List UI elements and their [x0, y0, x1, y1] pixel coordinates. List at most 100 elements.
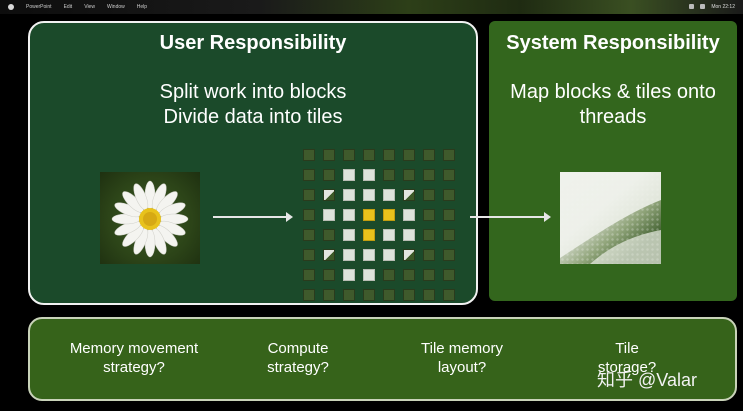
tile	[363, 149, 375, 161]
tile	[343, 209, 355, 221]
tile	[383, 249, 395, 261]
daisy-icon	[111, 180, 189, 258]
tile	[303, 149, 315, 161]
tile	[383, 189, 395, 201]
tile	[383, 209, 395, 221]
tile	[423, 209, 435, 221]
tile	[303, 269, 315, 281]
tile	[363, 249, 375, 261]
tile	[423, 149, 435, 161]
petal-threads-icon	[560, 172, 661, 264]
user-line-2: Divide data into tiles	[163, 106, 343, 128]
tile	[363, 189, 375, 201]
system-line-1: Map blocks & tiles onto	[510, 81, 716, 103]
tile	[443, 169, 455, 181]
watermark: 知乎 @Valar	[597, 370, 697, 390]
tile	[403, 149, 415, 161]
tile	[383, 149, 395, 161]
tile	[383, 229, 395, 241]
tile	[323, 249, 335, 261]
tile	[403, 209, 415, 221]
tile	[423, 249, 435, 261]
question-line: Memory movement	[69, 340, 199, 357]
tile	[363, 169, 375, 181]
tile	[403, 249, 415, 261]
menu-bar: PowerPoint Edit View Window Help Mon 22:…	[0, 0, 743, 14]
user-panel-title: User Responsibility	[159, 32, 347, 54]
tile	[443, 189, 455, 201]
tile	[443, 289, 455, 301]
tile	[303, 209, 315, 221]
menu-item-edit[interactable]: Edit	[63, 4, 73, 10]
tile	[403, 289, 415, 301]
tile	[423, 289, 435, 301]
arrow-right-icon	[470, 212, 551, 222]
tile	[343, 149, 355, 161]
menu-item-app[interactable]: PowerPoint	[26, 4, 52, 10]
tile	[443, 249, 455, 261]
tile	[323, 169, 335, 181]
tile	[423, 229, 435, 241]
tile	[323, 289, 335, 301]
tile	[423, 269, 435, 281]
question-line: strategy?	[103, 359, 165, 376]
tile	[423, 169, 435, 181]
arrow-right-icon	[213, 212, 293, 222]
question-line: strategy?	[267, 359, 329, 376]
question-line: Tile memory	[421, 340, 503, 357]
apple-icon[interactable]	[8, 4, 14, 10]
menu-clock[interactable]: Mon 22:12	[711, 4, 735, 10]
tile	[363, 289, 375, 301]
tile	[423, 189, 435, 201]
status-icon[interactable]	[700, 4, 706, 9]
tile	[303, 249, 315, 261]
tile	[363, 269, 375, 281]
tile	[323, 229, 335, 241]
question-tile-memory: Tile memory layout?	[398, 339, 526, 377]
question-line: Compute	[267, 340, 329, 357]
tile	[303, 289, 315, 301]
tile	[303, 169, 315, 181]
tile	[443, 269, 455, 281]
tile	[343, 289, 355, 301]
tile	[443, 209, 455, 221]
tile	[403, 229, 415, 241]
tile	[383, 169, 395, 181]
tile	[323, 209, 335, 221]
tile	[383, 269, 395, 281]
daisy-image	[100, 172, 200, 264]
question-compute: Compute strategy?	[238, 339, 358, 377]
tile	[363, 209, 375, 221]
user-line-1: Split work into blocks	[159, 81, 347, 103]
question-line: layout?	[437, 359, 487, 376]
tile	[343, 249, 355, 261]
status-area: Mon 22:12	[689, 4, 735, 10]
question-line: storage?	[597, 359, 657, 376]
menu-item-window[interactable]: Window	[106, 4, 125, 10]
tile	[323, 189, 335, 201]
tile	[323, 149, 335, 161]
tile	[343, 269, 355, 281]
tile	[383, 289, 395, 301]
tile	[303, 189, 315, 201]
menu-item-view[interactable]: View	[84, 4, 95, 10]
tile	[403, 269, 415, 281]
menu-item-help[interactable]: Help	[136, 4, 148, 10]
system-panel-title: System Responsibility	[506, 32, 720, 54]
tile	[403, 169, 415, 181]
tile	[363, 229, 375, 241]
tile	[343, 189, 355, 201]
system-line-2: threads	[579, 106, 647, 128]
question-tile-storage: Tile storage?	[582, 339, 672, 377]
questions-panel	[28, 317, 737, 401]
tile	[303, 229, 315, 241]
question-line: Tile	[615, 340, 639, 357]
status-icon[interactable]	[689, 4, 695, 9]
tile	[443, 149, 455, 161]
tile	[343, 169, 355, 181]
tile	[323, 269, 335, 281]
tile	[343, 229, 355, 241]
tile	[443, 229, 455, 241]
tile-grid-image	[303, 149, 455, 301]
question-memory-movement: Memory movement strategy?	[58, 339, 210, 377]
